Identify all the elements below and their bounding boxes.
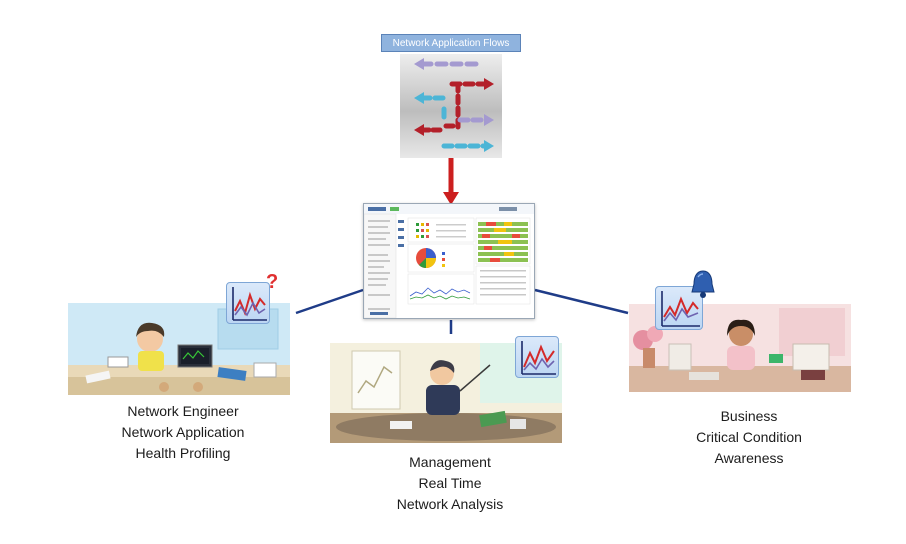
caption-line: Management	[409, 454, 491, 470]
bell-icon	[688, 268, 718, 300]
flow-panel	[400, 54, 502, 158]
flows-title-label: Network Application Flows	[381, 34, 521, 52]
dashboard-screenshot	[363, 203, 535, 319]
dashboard-miniature	[363, 204, 534, 319]
question-mark-icon: ?	[266, 271, 279, 293]
trend-chart-icon	[655, 286, 703, 330]
caption-line: Real Time	[418, 475, 482, 491]
management-illustration	[330, 343, 562, 443]
caption-line: Network Application	[121, 424, 245, 440]
connector-to-engineer	[295, 288, 364, 315]
connector-to-business	[534, 288, 629, 315]
engineer-caption: Network Engineer Network Application Hea…	[88, 401, 278, 464]
trend-chart-icon	[226, 282, 270, 324]
caption-line: Critical Condition	[696, 429, 802, 445]
management-caption: Management Real Time Network Analysis	[355, 452, 545, 515]
caption-line: Business	[720, 408, 778, 424]
caption-line: Awareness	[714, 450, 784, 466]
trend-chart-icon	[515, 336, 559, 378]
business-caption: Business Critical Condition Awareness	[654, 406, 844, 469]
flow-arrows-graphic	[414, 58, 494, 152]
engineer-scene	[68, 303, 290, 395]
caption-line: Health Profiling	[135, 445, 231, 461]
caption-line: Network Engineer	[127, 403, 239, 419]
caption-line: Network Analysis	[396, 496, 504, 512]
down-arrow-head	[443, 192, 459, 205]
